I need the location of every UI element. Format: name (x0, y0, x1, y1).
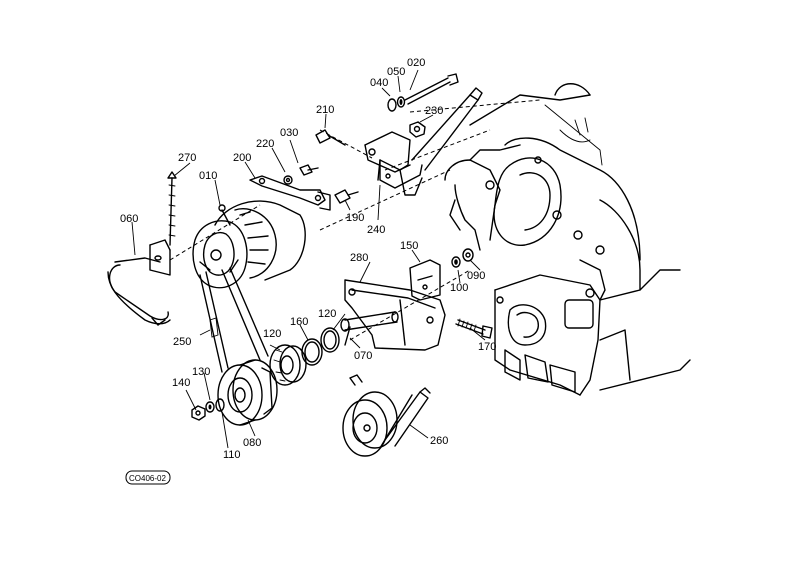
shaft-080 (340, 311, 399, 346)
bolt-220 (283, 175, 293, 185)
cable-tie-270 (167, 171, 177, 246)
washer-050 (396, 96, 406, 108)
label-190: 190 (346, 212, 364, 224)
label-040: 040 (370, 77, 388, 89)
label-270: 270 (178, 152, 196, 164)
bolt-180 (455, 318, 493, 339)
label-120: 120 (263, 328, 281, 340)
bolt-190 (334, 189, 359, 204)
nut-140 (191, 405, 206, 421)
label-180: 170 (478, 341, 496, 353)
label-200: 200 (233, 152, 251, 164)
label-020: 020 (407, 57, 425, 69)
engine-block (444, 83, 691, 396)
label-170: 150 (400, 240, 418, 252)
label-010: 010 (199, 170, 217, 182)
label-220: 220 (256, 138, 274, 150)
leader-lines (131, 69, 486, 449)
bolt-030 (299, 164, 319, 176)
reference-code-box: CO406-02 (125, 470, 171, 485)
label-250: 250 (173, 336, 191, 348)
washer-110 (215, 398, 225, 412)
label-260: 260 (430, 435, 448, 447)
label-210: 210 (316, 104, 334, 116)
label-130: 120 (318, 308, 336, 320)
snap-ring-130 (320, 327, 340, 353)
label-150: 130 (192, 366, 210, 378)
ring-160 (301, 338, 323, 366)
label-100: 100 (450, 282, 468, 294)
bolt-210 (315, 129, 346, 146)
washer-150 (205, 401, 215, 413)
label-110-text: 110 (223, 449, 241, 461)
band-060 (107, 239, 171, 326)
label-030: 030 (280, 127, 298, 139)
part-labels: 020 050 040 230 210 030 220 200 270 010 … (120, 57, 496, 461)
washer-040 (387, 98, 397, 112)
label-060: 060 (120, 213, 138, 225)
label-070: 080 (243, 437, 261, 449)
bracket-170 (409, 259, 441, 301)
bearing-120 (269, 344, 307, 386)
belt-250 (199, 267, 269, 373)
pulley-belt-260 (342, 374, 431, 457)
bracket-plate-280 (344, 279, 446, 351)
label-230: 240 (367, 224, 385, 236)
reference-code: CO406-02 (129, 474, 166, 483)
label-080: 070 (354, 350, 372, 362)
nut-100 (451, 256, 461, 268)
alternator (192, 200, 306, 289)
label-050: 050 (387, 66, 405, 78)
stay-200 (249, 175, 331, 211)
bracket-230 (364, 87, 483, 196)
label-160: 160 (290, 316, 308, 328)
label-140: 140 (172, 377, 190, 389)
washer-090 (462, 248, 474, 262)
pulley-070 (217, 359, 278, 426)
label-240: 230 (425, 105, 443, 117)
label-280: 280 (350, 252, 368, 264)
nut-240 (409, 121, 426, 138)
label-090: 090 (467, 270, 485, 282)
bolt-020 (404, 73, 459, 105)
